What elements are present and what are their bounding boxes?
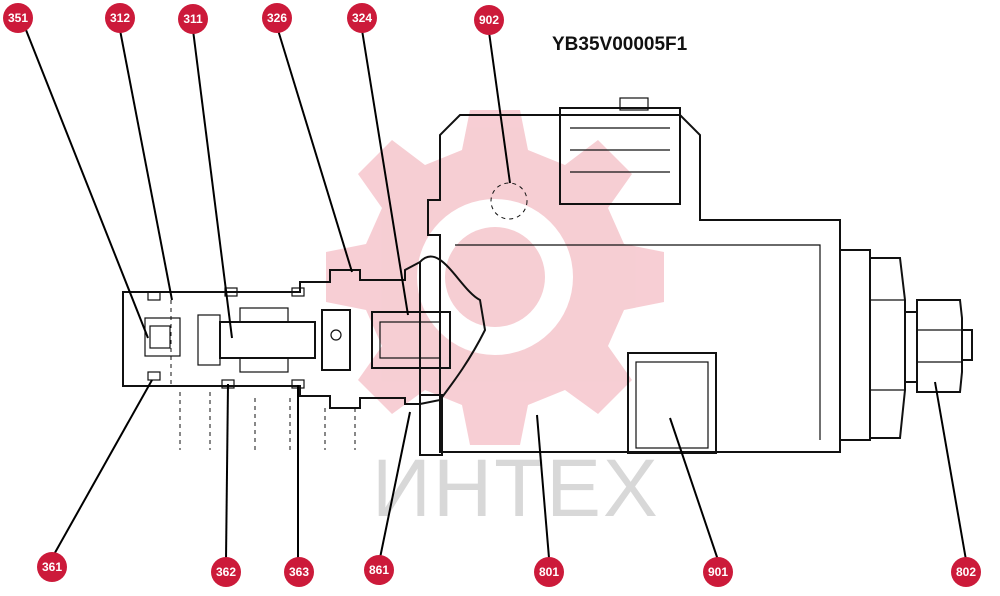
callout-362: 362 bbox=[211, 557, 241, 587]
callout-901: 901 bbox=[703, 557, 733, 587]
svg-text:351: 351 bbox=[8, 11, 28, 25]
watermark-gear-logo bbox=[326, 110, 664, 445]
callout-801: 801 bbox=[534, 557, 564, 587]
svg-text:361: 361 bbox=[42, 560, 62, 574]
callout-802: 802 bbox=[951, 557, 981, 587]
callout-312: 312 bbox=[105, 3, 135, 33]
leader-326 bbox=[277, 29, 353, 273]
svg-text:363: 363 bbox=[289, 565, 309, 579]
svg-text:802: 802 bbox=[956, 565, 976, 579]
leader-801 bbox=[536, 414, 550, 559]
leader-361 bbox=[51, 379, 153, 559]
leader-901 bbox=[669, 417, 719, 561]
leader-362 bbox=[225, 383, 229, 561]
callout-902: 902 bbox=[474, 5, 504, 35]
valve-body bbox=[122, 97, 973, 456]
svg-text:902: 902 bbox=[479, 13, 499, 27]
svg-text:362: 362 bbox=[216, 565, 236, 579]
svg-text:324: 324 bbox=[352, 11, 372, 25]
leader-902 bbox=[488, 31, 511, 184]
callout-361: 361 bbox=[37, 552, 67, 582]
callout-363: 363 bbox=[284, 557, 314, 587]
svg-text:326: 326 bbox=[267, 11, 287, 25]
callout-324: 324 bbox=[347, 3, 377, 33]
leader-802 bbox=[934, 381, 967, 561]
part-number: YB35V00005F1 bbox=[552, 34, 688, 55]
svg-text:801: 801 bbox=[539, 565, 559, 579]
svg-text:311: 311 bbox=[183, 12, 203, 26]
callout-861: 861 bbox=[364, 555, 394, 585]
leader-351 bbox=[25, 29, 149, 339]
leader-lines bbox=[25, 29, 967, 561]
callout-311: 311 bbox=[178, 4, 208, 34]
svg-text:312: 312 bbox=[110, 11, 130, 25]
leader-312 bbox=[119, 29, 173, 301]
svg-text:861: 861 bbox=[369, 563, 389, 577]
svg-text:901: 901 bbox=[708, 565, 728, 579]
leader-311 bbox=[192, 29, 233, 339]
leader-861 bbox=[379, 411, 411, 559]
callout-351: 351 bbox=[3, 3, 33, 33]
callout-326: 326 bbox=[262, 3, 292, 33]
watermark-text: ИНТЕХ bbox=[372, 443, 660, 534]
leader-324 bbox=[361, 29, 409, 316]
